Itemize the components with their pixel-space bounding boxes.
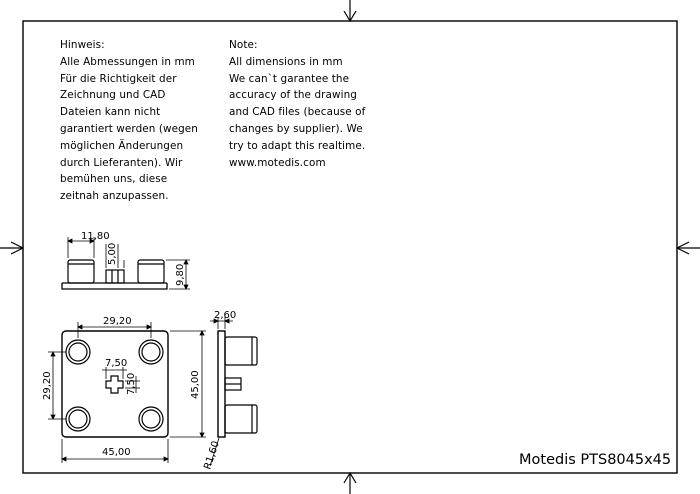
top-center-mark-icon <box>343 0 357 23</box>
dim-front-width: 11,80 <box>81 231 110 242</box>
side-view-dimensions <box>209 317 233 467</box>
top-view-dimensions <box>48 322 206 463</box>
german-note-line: Für die Richtigkeit der <box>60 72 177 85</box>
part-name: Motedis PTS8045x45 <box>519 452 671 468</box>
english-note-line: changes by supplier). We <box>229 122 363 135</box>
dimension-labels: 11,80 5,00 9,80 29,20 29,20 45,00 45,00 … <box>42 231 236 471</box>
side-view <box>217 330 258 438</box>
dim-top-width: 45,00 <box>102 447 131 458</box>
german-note-line: bemühen uns, diese <box>60 173 168 186</box>
dim-top-inner-width: 29,20 <box>103 316 132 327</box>
top-view <box>61 330 169 438</box>
english-note-line: All dimensions in mm <box>229 55 343 68</box>
german-note-line: durch Lieferanten). Wir <box>60 156 183 169</box>
english-note-line: try to adapt this realtime. <box>229 139 366 152</box>
dim-top-inner-height: 29,20 <box>42 371 53 400</box>
german-note: Hinweis: Alle Abmessungen in mm Für die … <box>60 37 198 205</box>
title-block: Motedis PTS8045x45 <box>519 452 671 468</box>
front-view-dimensions <box>67 237 190 290</box>
german-note-heading: Hinweis: <box>60 39 105 51</box>
german-note-line: Zeichnung und CAD <box>60 89 166 102</box>
dim-slot-width: 7,50 <box>105 358 127 369</box>
bottom-center-mark-icon <box>343 471 357 494</box>
english-note-heading: Note: <box>229 39 258 51</box>
website-link: www.motedis.com <box>229 156 326 169</box>
front-view <box>61 259 168 290</box>
right-center-mark-icon <box>675 241 700 255</box>
german-note-line: Alle Abmessungen in mm <box>60 55 195 68</box>
german-note-line: möglichen Änderungen <box>60 139 184 152</box>
german-note-line: garantiert werden (wegen <box>60 122 198 135</box>
english-note-line: and CAD files (because of <box>229 106 366 119</box>
english-note: Note: All dimensions in mm We can`t gara… <box>229 37 365 171</box>
english-note-line: accuracy of the drawing <box>229 89 357 102</box>
german-note-line: Dateien kann nicht <box>60 106 161 119</box>
dim-top-height: 45,00 <box>190 370 201 399</box>
dim-corner-radius: R1,60 <box>202 440 221 471</box>
dim-slot-height: 7,50 <box>126 373 137 395</box>
dim-side-thickness: 2,60 <box>214 310 236 321</box>
dim-front-stem: 5,00 <box>107 243 118 265</box>
english-note-line: We can`t garantee the <box>229 72 350 85</box>
german-note-line: zeitnah anzupassen. <box>60 190 169 203</box>
dim-front-height: 9,80 <box>175 264 186 286</box>
left-center-mark-icon <box>0 241 25 255</box>
